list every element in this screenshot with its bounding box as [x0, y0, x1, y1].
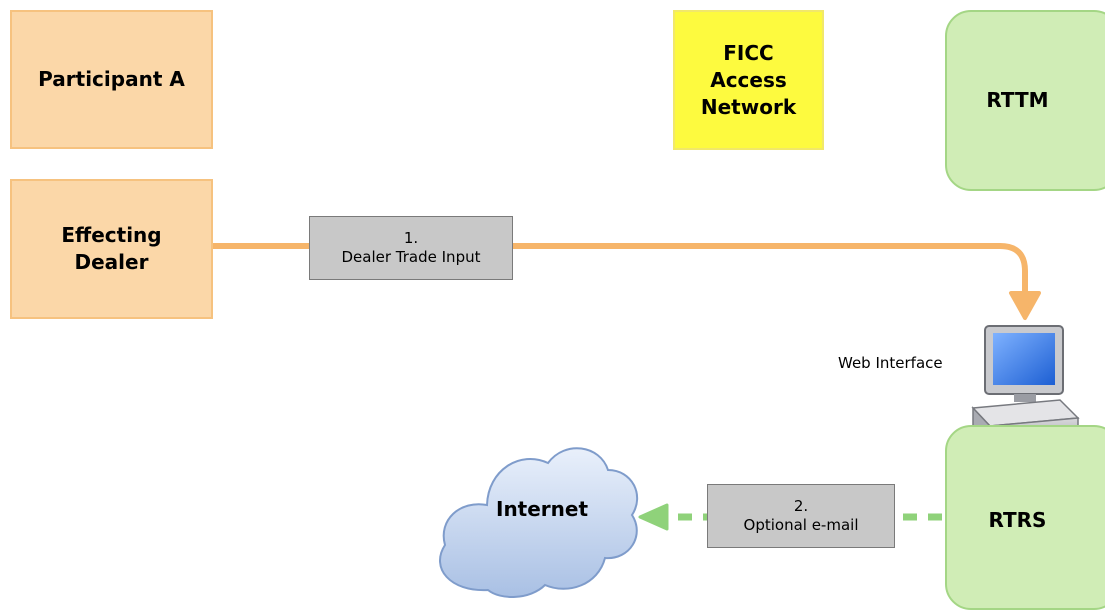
step2-number: 2. — [793, 497, 809, 516]
step1-text: Dealer Trade Input — [341, 248, 481, 266]
trade-input-arrowhead — [1009, 291, 1041, 320]
rttm-box: RTTM — [945, 10, 1105, 191]
rtrs-label: RTRS — [988, 508, 1047, 532]
web-interface-label: Web Interface — [838, 354, 943, 372]
ficc-network-label: FICC Access Network — [700, 40, 797, 119]
rtrs-box: RTRS — [945, 425, 1105, 610]
effecting-dealer-box: Effecting Dealer — [10, 179, 213, 319]
step1-number: 1. — [403, 229, 419, 248]
internet-label: Internet — [496, 497, 589, 521]
ficc-network-box: FICC Access Network — [673, 10, 824, 150]
email-arrowhead — [638, 503, 669, 531]
rttm-label: RTTM — [986, 88, 1049, 112]
step2-text: Optional e-mail — [743, 516, 859, 534]
cloud-icon — [439, 447, 638, 598]
trade-input-connector — [212, 243, 1028, 295]
effecting-dealer-label: Effecting Dealer — [61, 223, 162, 274]
participant-a-label: Participant A — [38, 67, 185, 91]
participant-a-box: Participant A — [10, 10, 213, 149]
step2-label-box: 2. Optional e-mail — [707, 484, 895, 548]
step1-label-box: 1. Dealer Trade Input — [309, 216, 513, 280]
